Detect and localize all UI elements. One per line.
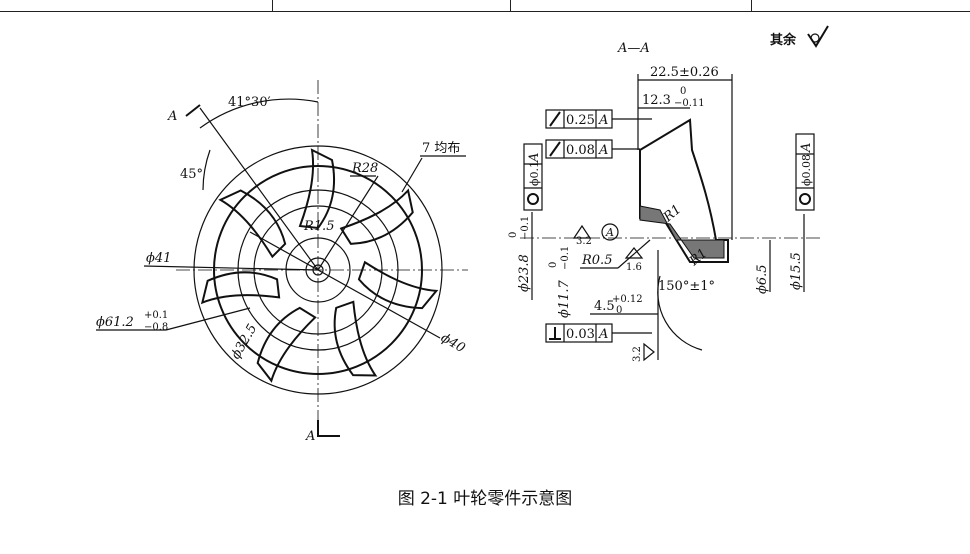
datum-a-label: A	[605, 226, 614, 239]
angle-150-label: 150°±1°	[658, 279, 715, 294]
len-45-tol-dn: 0	[616, 305, 622, 316]
blade	[333, 300, 378, 377]
circle-d41	[237, 189, 399, 351]
fcf-0.03: 0.03 A	[545, 323, 652, 343]
section-mark-top	[185, 104, 201, 117]
angle-45-label: 45°	[180, 167, 203, 182]
len-225-label: 22.5±0.26	[650, 65, 719, 80]
section-line	[199, 107, 319, 271]
section-title: A—A	[617, 41, 650, 56]
section-view: A—A 其余 22.5±0.26 12.3 0 −0.11 0.25 A	[508, 25, 829, 362]
d612-tol-dn: −0.8	[144, 322, 168, 333]
blade	[218, 189, 287, 259]
fcf-value: ϕ0.08	[800, 154, 813, 186]
roughness-note: 其余	[770, 32, 797, 48]
position-icon	[527, 193, 539, 205]
blades-note-leader	[401, 157, 423, 193]
figure-caption: 图 2-1 叶轮零件示意图	[397, 489, 573, 509]
rough32a-label: 3.2	[576, 236, 592, 247]
front-view: A A 41°30′ 45° R28 R1.5 7 均布 ϕ41 ϕ61.2 +…	[96, 80, 468, 444]
fcf-datum: A	[598, 113, 608, 128]
top-table-divider	[751, 0, 752, 11]
blade	[339, 188, 414, 245]
d238-tol-up: 0	[508, 232, 519, 238]
section-mark-bottom	[317, 420, 340, 437]
d238-tol-dn: −0.1	[520, 216, 531, 240]
fcf-phi0.1-vertical: A ϕ0.1	[523, 143, 543, 211]
top-table-border	[0, 0, 970, 12]
len-123-label: 12.3	[642, 93, 671, 108]
d117-label: ϕ11.7	[557, 279, 572, 318]
blade	[357, 260, 439, 310]
fcf-0.25: 0.25 A	[545, 109, 652, 129]
len-123-tol-dn: −0.11	[674, 98, 705, 109]
fcf-datum: A	[598, 327, 608, 342]
d40-label: ϕ40	[438, 330, 468, 356]
blade-group	[200, 148, 439, 383]
r15-label: R1.5	[303, 219, 334, 234]
section-hatch	[639, 205, 725, 259]
fcf-value: 0.25	[566, 113, 595, 128]
len-123-tol-up: 0	[680, 86, 686, 97]
circle-d325	[253, 205, 383, 335]
blade	[200, 271, 281, 305]
section-label-bottom: A	[305, 429, 315, 444]
roughness-icon	[624, 247, 644, 259]
blade-tip-circle	[213, 165, 423, 375]
d41-leader	[143, 265, 319, 271]
roughness-icon	[643, 342, 655, 362]
rough32b-label: 3.2	[632, 346, 643, 362]
section-label-top: A	[167, 109, 177, 124]
d65-label: ϕ6.5	[755, 264, 770, 294]
d325-label: ϕ32.5	[228, 322, 260, 362]
len-45-tol-up: +0.12	[612, 294, 643, 305]
roughness-circle-icon	[810, 33, 820, 43]
fcf-datum: A	[799, 143, 814, 153]
top-table-divider	[272, 0, 273, 11]
runout-icon	[549, 141, 561, 157]
r05-label: R0.5	[581, 253, 612, 268]
position-icon	[799, 193, 811, 205]
angle-41-label: 41°30′	[228, 95, 271, 110]
d612-leader	[165, 307, 251, 331]
d155-label: ϕ15.5	[789, 252, 804, 290]
r05-leader	[617, 239, 651, 269]
d40-diameter-line	[249, 231, 441, 339]
fcf-value: 0.08	[566, 143, 595, 158]
datum-circle-icon	[601, 223, 619, 241]
blade	[298, 148, 336, 230]
d117-tol-up: 0	[548, 262, 559, 268]
r28-label: R28	[351, 161, 378, 176]
d238-label: ϕ23.8	[517, 254, 532, 292]
fcf-value: 0.03	[566, 327, 595, 342]
top-table-divider	[510, 0, 511, 11]
fcf-value: ϕ0.1	[528, 161, 541, 186]
d612-label: ϕ61.2	[96, 315, 134, 330]
d117-tol-dn: −0.1	[560, 246, 571, 270]
d41-label: ϕ41	[146, 251, 171, 266]
fcf-datum: A	[527, 153, 542, 163]
angle-arc-45	[202, 149, 211, 191]
fcf-0.08: 0.08 A	[545, 139, 640, 159]
fcf-frame	[795, 133, 815, 211]
rough16-label: 1.6	[626, 262, 642, 273]
r28-leader-radial	[317, 175, 379, 271]
roughness-icon	[572, 224, 592, 239]
hub-circle	[285, 237, 351, 303]
d612-tol-up: +0.1	[144, 310, 168, 321]
outer-circle-d612	[193, 145, 443, 395]
fcf-frame	[523, 143, 543, 211]
runout-icon	[549, 111, 561, 127]
angle-arc-41	[199, 98, 319, 129]
len-45-label: 4.5	[594, 299, 615, 314]
section-outline	[639, 118, 729, 263]
blade	[256, 306, 317, 383]
fcf-phi0.08-vertical: A ϕ0.08	[795, 133, 815, 211]
fcf-datum: A	[598, 143, 608, 158]
perpendicularity-icon	[549, 327, 561, 340]
blades-note: 7 均布	[422, 141, 460, 156]
